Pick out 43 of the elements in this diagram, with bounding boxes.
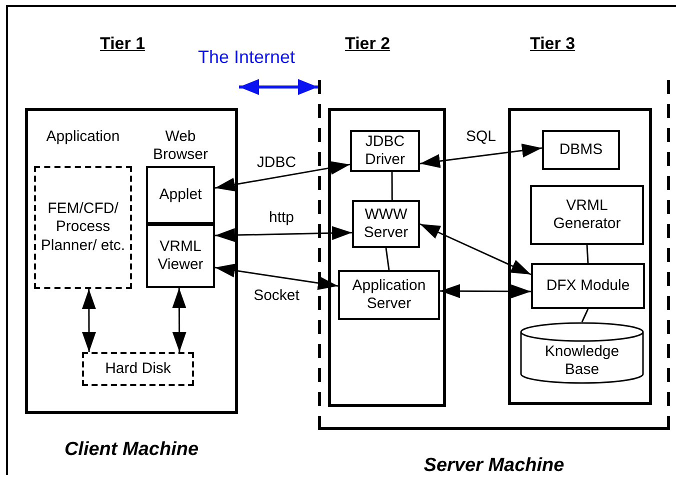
process-box: [530, 185, 644, 245]
connector: [82, 289, 96, 352]
connector: [385, 248, 390, 270]
connector: [214, 226, 352, 242]
connector: [420, 144, 542, 168]
box-text: DFX Module: [545, 276, 631, 296]
machine-title: Server Machine: [422, 454, 566, 477]
box-text: VRML Viewer: [156, 238, 204, 274]
box-text: DBMS: [558, 140, 604, 160]
tier-heading: Tier 2: [345, 34, 390, 54]
tier-heading: Tier 3: [530, 34, 576, 54]
connector: [420, 223, 532, 276]
tier-heading: Tier 1: [100, 34, 146, 54]
box-text: JDBC Driver: [364, 132, 406, 170]
process-box: [531, 263, 645, 309]
edge-label: SQL: [464, 128, 498, 146]
box-text: Applet: [158, 186, 203, 204]
process-box: [542, 130, 620, 170]
connector: [214, 161, 350, 192]
box-text: Knowledge Base: [544, 342, 620, 380]
process-box: [338, 270, 440, 320]
machine-title: Client Machine: [63, 438, 200, 461]
connector: [581, 308, 589, 322]
component-heading: Web Browser: [152, 128, 209, 165]
connector: [172, 288, 186, 352]
connector: [586, 244, 589, 264]
connector: [440, 284, 531, 298]
process-box: [352, 200, 420, 248]
machine-box: [508, 108, 652, 405]
network-label: The Internet: [198, 47, 296, 68]
process-box: [350, 130, 420, 172]
box-text: Application Server: [351, 276, 427, 314]
component-heading: Application: [45, 128, 121, 146]
box-text: WWW Server: [362, 206, 410, 242]
box-text: FEM/CFD/ Process Planner/ etc.: [40, 200, 126, 255]
connector: [214, 264, 338, 290]
database-cylinder: [520, 322, 644, 384]
dashed-box: [82, 352, 194, 386]
machine-box: [328, 108, 446, 407]
box-text: Hard Disk: [104, 360, 172, 378]
connector: [391, 172, 393, 200]
connector: [239, 79, 318, 95]
box-text: VRML Generator: [552, 196, 622, 234]
